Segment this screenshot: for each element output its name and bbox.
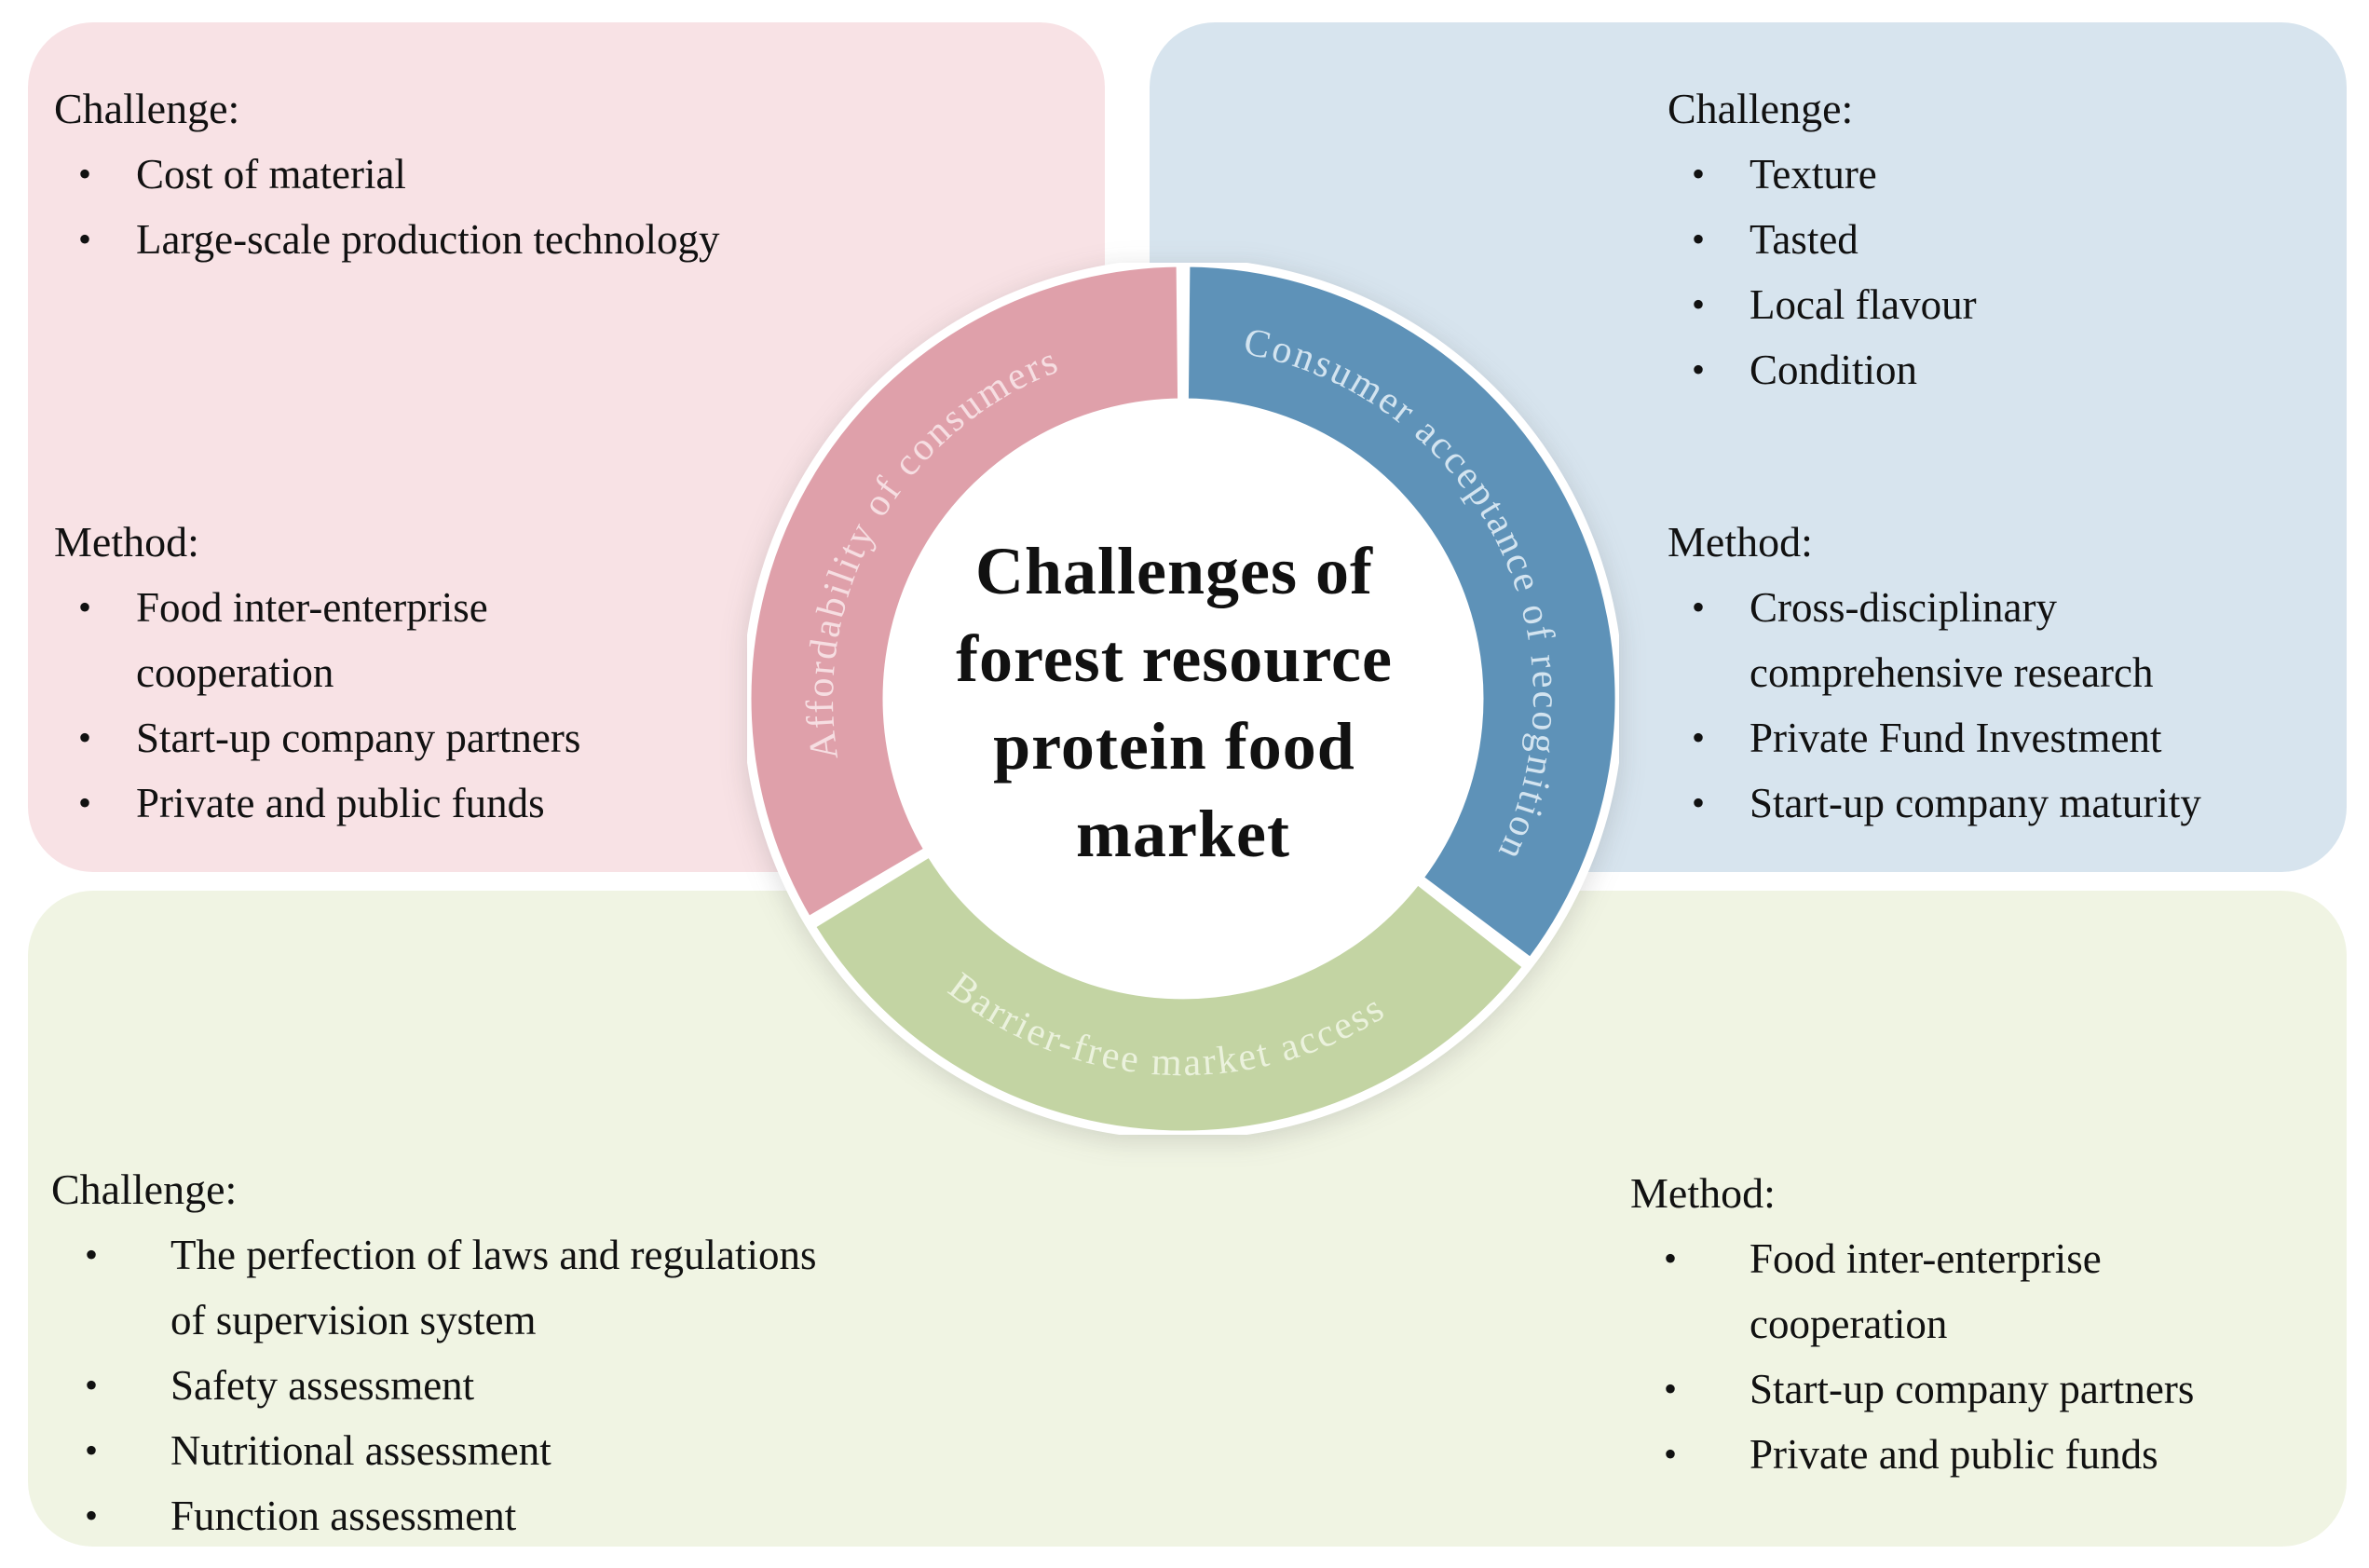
- list-item: • Cost of material: [54, 142, 719, 207]
- list-item: • Start-up company partners: [54, 705, 580, 770]
- bullet-list: • Texture • Tasted • Local flavour • Condition: [1668, 142, 1977, 402]
- list-item-text: Start-up company partners: [1750, 1366, 2195, 1412]
- affordability-challenge-section: Challenge: • Cost of material • Large-scale…: [54, 76, 719, 272]
- bullet-icon: •: [1664, 1237, 1678, 1279]
- list-item: • Function assessment: [51, 1483, 817, 1548]
- bullet-icon: •: [1692, 348, 1706, 390]
- list-item: • Safety assessment: [51, 1353, 817, 1418]
- list-item: • Texture: [1668, 142, 1977, 207]
- bullet-icon: •: [85, 1364, 99, 1406]
- list-item: • Condition: [1668, 337, 1977, 402]
- center-title-line: forest resource: [956, 621, 1393, 696]
- list-item-text: Texture: [1750, 151, 1877, 198]
- consumer-challenge-section: Challenge: • Texture • Tasted • Local flavour…: [1668, 76, 1977, 402]
- section-heading: Challenge:: [54, 85, 240, 132]
- list-item-text: Local flavour: [1750, 281, 1977, 328]
- list-item-text: Safety assessment: [170, 1362, 475, 1409]
- list-item-text: Cost of material: [136, 151, 406, 198]
- bullet-icon: •: [1664, 1433, 1678, 1475]
- bullet-icon: •: [1692, 283, 1706, 325]
- list-item: • Start-up company partners: [1630, 1357, 2194, 1422]
- barrier-challenge-section: Challenge: • The perfection of laws and r…: [51, 1157, 817, 1548]
- ring-segment-consumer-acceptance: [1183, 263, 1619, 963]
- section-heading: Method:: [54, 518, 199, 566]
- bullet-icon: •: [1692, 218, 1706, 260]
- section-heading: Method:: [1668, 518, 1813, 566]
- list-item-text: Large-scale production technology: [136, 216, 720, 263]
- list-item: • Tasted: [1668, 207, 1977, 272]
- bullet-list: • Cost of material • Large-scale production…: [54, 142, 719, 272]
- ring-segment-affordability: [747, 263, 1183, 922]
- list-item-text: Nutritional assessment: [170, 1427, 551, 1474]
- bullet-icon: •: [1692, 586, 1706, 628]
- bullet-icon: •: [85, 1429, 99, 1471]
- bullet-icon: •: [78, 218, 92, 260]
- bullet-icon: •: [1664, 1368, 1678, 1410]
- list-item: • Private Fund Investment: [1668, 705, 2201, 770]
- list-item-text: Private Fund Investment: [1750, 715, 2162, 761]
- bullet-icon: •: [1692, 782, 1706, 824]
- center-title: Challenges of forest resource protein fo…: [956, 534, 1410, 871]
- bullet-icon: •: [85, 1234, 99, 1275]
- center-title-line: market: [1076, 797, 1290, 871]
- ring-segment-barrier-free: [810, 852, 1529, 1135]
- bullet-icon: •: [78, 586, 92, 628]
- bullet-icon: •: [78, 782, 92, 824]
- section-heading: Challenge:: [1668, 85, 1854, 132]
- bullet-icon: •: [85, 1494, 99, 1536]
- bullet-icon: •: [78, 716, 92, 758]
- bullet-icon: •: [1692, 153, 1706, 195]
- list-item-text: Condition: [1750, 347, 1918, 393]
- center-title-line: protein food: [993, 709, 1355, 784]
- list-item-text: Function assessment: [170, 1493, 517, 1539]
- list-item-text: Start-up company maturity: [1750, 780, 2201, 826]
- list-item-text: Tasted: [1750, 216, 1858, 263]
- list-item: • Private and public funds: [54, 770, 580, 836]
- list-item: • Start-up company maturity: [1668, 770, 2201, 836]
- bullet-icon: •: [1692, 716, 1706, 758]
- list-item: • Private and public funds: [1630, 1422, 2194, 1487]
- bullet-icon: •: [78, 153, 92, 195]
- list-item-text: Private and public funds: [1750, 1431, 2158, 1478]
- list-item: • Large-scale production technology: [54, 207, 719, 272]
- list-item: • Local flavour: [1668, 272, 1977, 337]
- donut-ring: Affordability of consumers Consumer acce…: [747, 263, 1619, 1135]
- list-item-text: Private and public funds: [136, 780, 545, 826]
- list-item: • Nutritional assessment: [51, 1418, 817, 1483]
- list-item-text: Start-up company partners: [136, 715, 581, 761]
- section-heading: Challenge:: [51, 1166, 238, 1213]
- center-title-line: Challenges of: [975, 534, 1373, 608]
- section-heading: Method:: [1630, 1169, 1776, 1217]
